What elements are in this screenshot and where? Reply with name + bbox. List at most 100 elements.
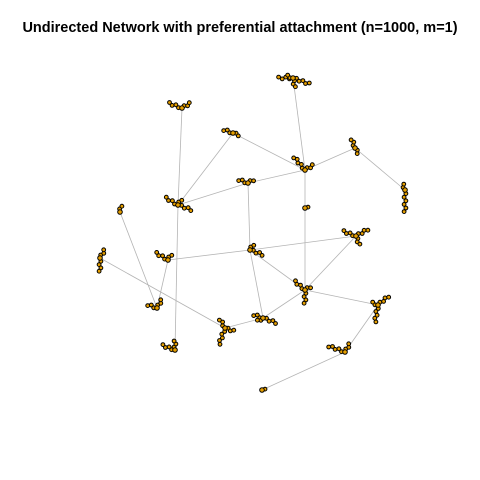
hub-node bbox=[154, 305, 160, 311]
network-edge bbox=[304, 235, 357, 291]
network-edge bbox=[247, 182, 251, 251]
network-node bbox=[186, 100, 192, 106]
network-nodes bbox=[96, 72, 409, 393]
network-node bbox=[255, 317, 260, 323]
hub-node bbox=[230, 130, 236, 136]
network-edge bbox=[247, 169, 306, 184]
network-node bbox=[251, 313, 257, 319]
hub-node bbox=[260, 315, 266, 321]
network-node bbox=[295, 160, 301, 166]
network-node bbox=[293, 278, 298, 284]
hub-node bbox=[175, 202, 181, 208]
network-node bbox=[169, 103, 175, 108]
network-node bbox=[336, 346, 342, 352]
network-edge bbox=[174, 204, 179, 351]
network-node bbox=[96, 268, 102, 274]
network-node bbox=[347, 230, 353, 236]
plot-title: Undirected Network with preferential att… bbox=[22, 20, 458, 36]
network-node bbox=[357, 241, 363, 247]
network-node bbox=[166, 198, 171, 203]
hub-node bbox=[302, 287, 308, 293]
network-node bbox=[156, 253, 162, 259]
network-node bbox=[160, 342, 166, 348]
network-node bbox=[166, 344, 172, 350]
network-node bbox=[296, 78, 302, 84]
network-node bbox=[401, 181, 407, 187]
network-node bbox=[326, 344, 332, 350]
network-node bbox=[257, 250, 263, 255]
network-node bbox=[374, 312, 380, 318]
network-node bbox=[217, 317, 222, 323]
network-node bbox=[386, 294, 392, 300]
network-node bbox=[235, 133, 241, 139]
hub-node bbox=[179, 105, 185, 111]
network-node bbox=[344, 231, 349, 236]
network-edge bbox=[304, 289, 379, 306]
network-node bbox=[251, 242, 257, 248]
hub-node bbox=[245, 180, 251, 186]
network-node bbox=[291, 155, 297, 161]
network-node bbox=[273, 321, 278, 326]
network-edge bbox=[99, 257, 226, 329]
network-node bbox=[308, 285, 314, 291]
network-node bbox=[401, 209, 407, 215]
network-node bbox=[220, 335, 225, 341]
network-node bbox=[163, 345, 168, 350]
network-node bbox=[303, 81, 308, 86]
network-edge bbox=[177, 132, 234, 206]
network-node bbox=[167, 100, 172, 105]
network-node bbox=[119, 203, 125, 209]
network-node bbox=[401, 194, 407, 200]
network-edge bbox=[177, 107, 183, 206]
network-edge bbox=[354, 147, 406, 191]
network-node bbox=[306, 80, 312, 86]
network-node bbox=[298, 282, 303, 288]
hub-node bbox=[97, 255, 103, 261]
network-node bbox=[266, 318, 272, 324]
network-node bbox=[217, 341, 223, 347]
network-edge bbox=[232, 132, 306, 171]
hub-node bbox=[247, 247, 253, 253]
network-node bbox=[173, 102, 179, 108]
network-node bbox=[253, 250, 259, 256]
network-node bbox=[370, 299, 376, 305]
network-node bbox=[231, 327, 237, 333]
network-node bbox=[251, 178, 257, 184]
network-node bbox=[403, 198, 409, 204]
network-node bbox=[185, 205, 191, 211]
network-node bbox=[346, 341, 352, 347]
network-node bbox=[332, 347, 338, 352]
network-edge bbox=[262, 289, 306, 319]
network-node bbox=[300, 78, 306, 83]
hub-node bbox=[352, 145, 358, 151]
network-node bbox=[171, 338, 177, 344]
hub-node bbox=[117, 209, 123, 215]
network-node bbox=[301, 300, 307, 306]
network-node bbox=[361, 227, 367, 233]
hub-node bbox=[402, 187, 408, 193]
network-node bbox=[259, 253, 265, 258]
network-node bbox=[293, 84, 298, 90]
network-node bbox=[309, 162, 315, 168]
hub-node bbox=[375, 302, 381, 308]
network-node bbox=[217, 338, 222, 343]
network-node bbox=[188, 208, 194, 214]
network-edge bbox=[249, 249, 264, 319]
network-node bbox=[219, 331, 225, 337]
network-node bbox=[365, 227, 371, 233]
hub-node bbox=[172, 347, 178, 353]
network-node bbox=[179, 197, 185, 203]
network-node bbox=[145, 303, 151, 309]
network-node bbox=[236, 178, 242, 184]
network-node bbox=[403, 205, 409, 211]
network-edge bbox=[261, 351, 346, 391]
network-node bbox=[330, 344, 335, 349]
network-node bbox=[221, 128, 227, 134]
hub-node bbox=[353, 233, 359, 239]
network-edge bbox=[167, 249, 251, 261]
network-node bbox=[279, 76, 285, 82]
network-node bbox=[285, 72, 291, 78]
network-node bbox=[163, 194, 169, 200]
hub-node bbox=[302, 167, 308, 173]
